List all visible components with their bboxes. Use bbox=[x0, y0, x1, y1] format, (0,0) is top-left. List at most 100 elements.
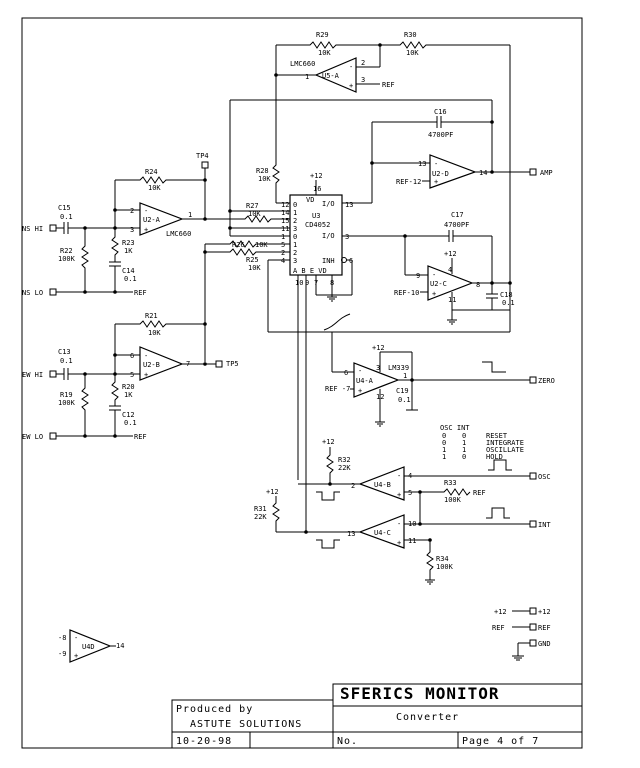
legend-p12-square bbox=[529, 607, 537, 615]
r19-ref: R19 bbox=[60, 391, 73, 399]
pin-number: 0 bbox=[293, 201, 297, 209]
pin-number: + bbox=[74, 652, 78, 660]
pin-number: 1 bbox=[293, 241, 297, 249]
u2b-label: U2-B bbox=[143, 361, 160, 369]
title-block: SFERICS MONITOR Converter Produced by AS… bbox=[171, 683, 583, 749]
pin-number: 3 bbox=[293, 257, 297, 265]
pin-number: 2 bbox=[351, 482, 355, 490]
r32-ref: R32 bbox=[338, 456, 351, 464]
legend-p12-left: +12 bbox=[494, 608, 507, 616]
pin-number: + bbox=[349, 82, 353, 90]
r24-val: 10K bbox=[148, 184, 161, 192]
wire bbox=[272, 160, 280, 203]
wire bbox=[205, 248, 290, 256]
pin-number: 1 bbox=[403, 372, 407, 380]
pin-number: 1 bbox=[305, 73, 309, 81]
pin-number: 16 bbox=[313, 185, 321, 193]
comparator-u4d bbox=[69, 629, 112, 663]
legend-ref-right: REF bbox=[538, 624, 551, 632]
u2c-label: U2-C bbox=[430, 280, 447, 288]
pin-number: + bbox=[432, 290, 436, 298]
pin-number: 6 bbox=[349, 257, 353, 265]
pin-number: 1 bbox=[281, 233, 285, 241]
r22-ref: R22 bbox=[60, 247, 73, 255]
c14-val: 0.1 bbox=[124, 275, 137, 283]
pin-number: 11 bbox=[408, 537, 416, 545]
junction-dot bbox=[328, 482, 332, 486]
pin-number: 3 bbox=[376, 364, 380, 372]
pin-number: + bbox=[434, 178, 438, 186]
pin-number: HOLD bbox=[486, 453, 503, 461]
r33-ref: R33 bbox=[444, 479, 457, 487]
r31-ref: R31 bbox=[254, 505, 267, 513]
r22-val: 100K bbox=[58, 255, 76, 263]
r28-ref: R28 bbox=[256, 167, 269, 175]
u5a-label: U5-A bbox=[322, 72, 340, 80]
wire bbox=[115, 176, 205, 184]
u2a-label: U2-A bbox=[143, 216, 161, 224]
pin-number: 3 bbox=[361, 76, 365, 84]
pin-number: 1 bbox=[462, 446, 466, 454]
wire bbox=[276, 41, 380, 49]
wire bbox=[316, 539, 340, 549]
truth-table-row: 1 0 HOLD bbox=[442, 453, 503, 461]
pin-number: 3 bbox=[345, 233, 349, 241]
pin-number: 10 bbox=[295, 279, 303, 287]
u4d-label: U4D bbox=[82, 643, 95, 651]
pin-number: 2 bbox=[293, 217, 297, 225]
junction-dot bbox=[228, 209, 232, 213]
comparator-u4c bbox=[358, 514, 405, 549]
wire bbox=[272, 500, 280, 532]
pin-number: - bbox=[397, 520, 401, 528]
pin-number: - bbox=[349, 63, 353, 71]
u3-abevd: A B E VD bbox=[293, 267, 327, 275]
pin-number: 0 bbox=[462, 432, 466, 440]
pin-number: 0 bbox=[442, 439, 446, 447]
pin-number: 14 bbox=[479, 169, 487, 177]
junction-dot bbox=[203, 217, 207, 221]
pin-number: 2 bbox=[130, 207, 134, 215]
pin-number: 0 bbox=[293, 233, 297, 241]
r19-val: 100K bbox=[58, 399, 76, 407]
pin-number: 1 bbox=[442, 446, 446, 454]
junction-dot bbox=[203, 322, 207, 326]
pin-number: 13 bbox=[345, 201, 353, 209]
r27-ref: R27 bbox=[246, 202, 259, 210]
pin-number: - bbox=[397, 472, 401, 480]
u3-io2: I/O bbox=[322, 232, 335, 240]
produced-by: Produced by bbox=[176, 704, 253, 715]
u5a-ref: REF bbox=[382, 81, 395, 89]
port-int bbox=[529, 520, 537, 528]
r30-ref: R30 bbox=[404, 31, 417, 39]
port-ew-hi bbox=[49, 370, 57, 378]
c16-ref: C16 bbox=[434, 108, 447, 116]
pin-number: 13 bbox=[347, 530, 355, 538]
pin-number: 1 bbox=[442, 453, 446, 461]
u4a-label: U4-A bbox=[356, 377, 374, 385]
pin-number: - bbox=[74, 634, 78, 642]
pin-number: 6 bbox=[344, 369, 348, 377]
r33-val: 100K bbox=[444, 496, 462, 504]
pin-number: INTEGRATE bbox=[486, 439, 524, 447]
pin-number: - bbox=[358, 367, 362, 375]
c19-ref: C19 bbox=[396, 387, 409, 395]
pin-number: -8 bbox=[58, 634, 66, 642]
wire bbox=[426, 540, 434, 580]
u3-vd: VD bbox=[306, 196, 314, 204]
r20-val: 1K bbox=[124, 391, 133, 399]
lm339-label: LM339 bbox=[388, 364, 409, 372]
c16-val: 4700PF bbox=[428, 131, 453, 139]
tp4-square bbox=[201, 161, 209, 169]
pin-number: 5 bbox=[408, 489, 412, 497]
company-name: ASTUTE SOLUTIONS bbox=[190, 719, 302, 730]
junction-dot bbox=[490, 170, 494, 174]
r29-ref: R29 bbox=[316, 31, 329, 39]
pin-number: + bbox=[144, 371, 148, 379]
pin-number: - bbox=[432, 271, 436, 279]
r26-ref: R26 bbox=[232, 241, 245, 249]
wire bbox=[323, 313, 351, 331]
lmc660b-label: LMC660 bbox=[290, 60, 315, 68]
port-ew-hi-label: EW HI bbox=[22, 371, 43, 379]
pin-number: 6 bbox=[130, 352, 134, 360]
r25-val: 10K bbox=[248, 264, 261, 272]
